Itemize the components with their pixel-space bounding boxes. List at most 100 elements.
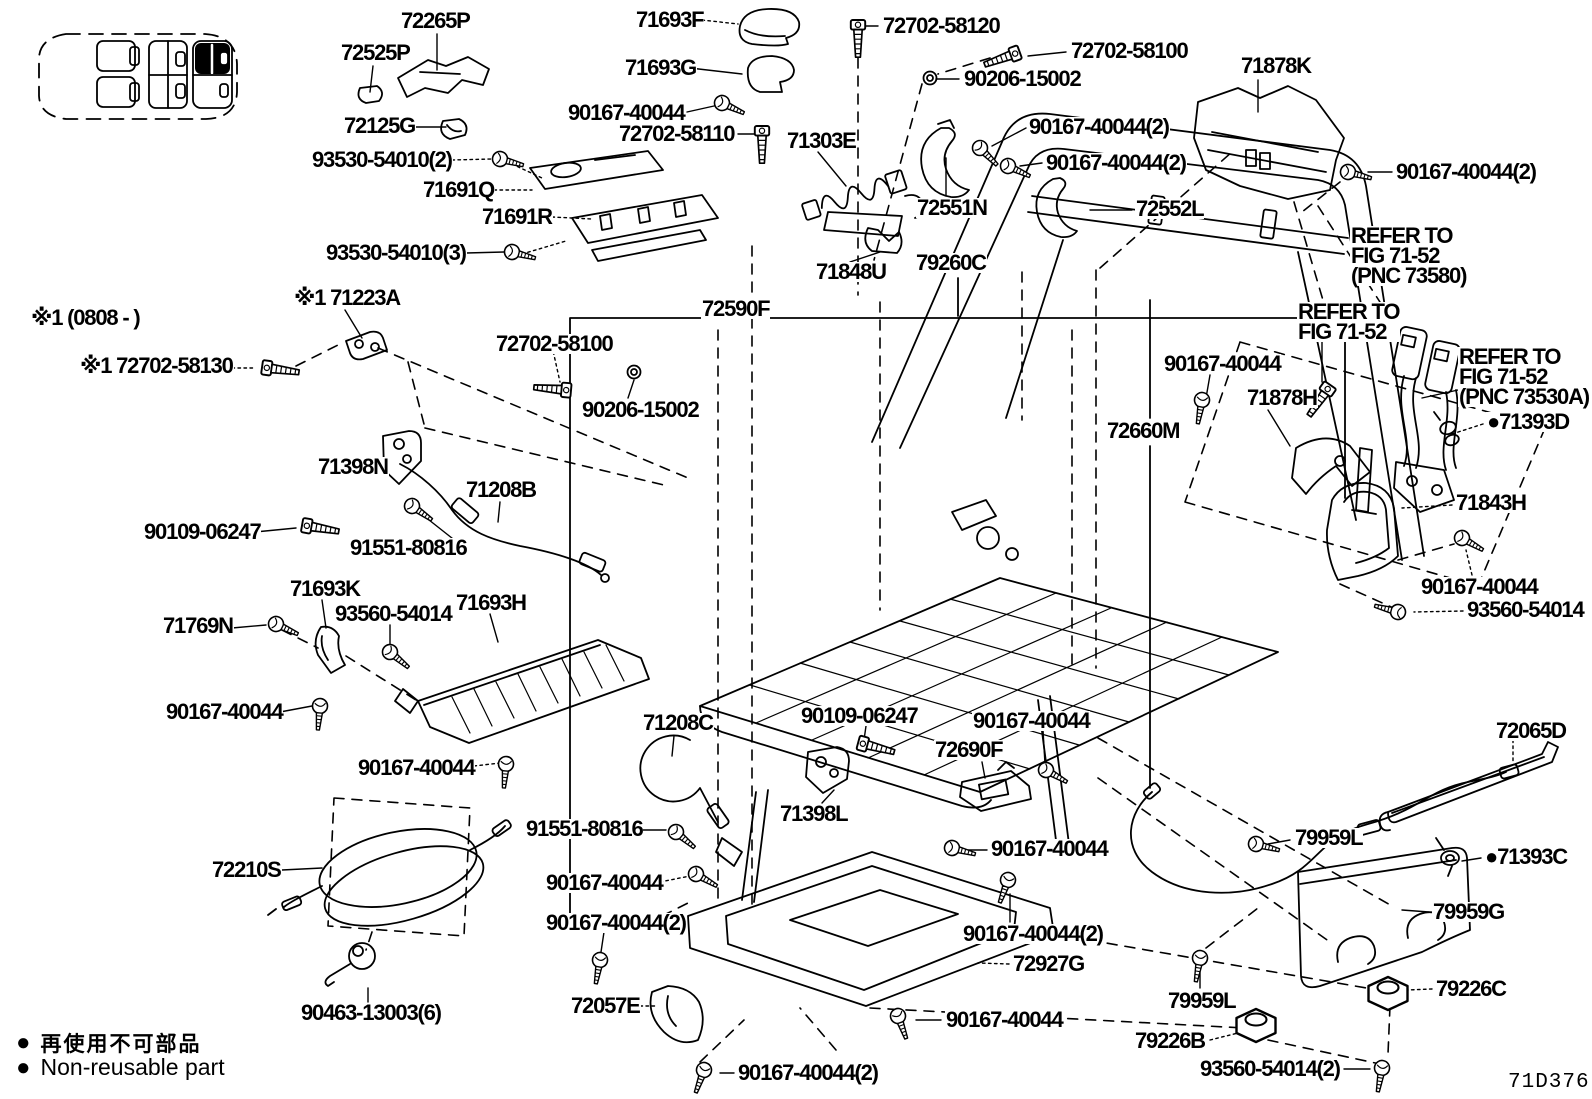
part-label: 90167-40044(2) bbox=[962, 921, 1104, 946]
part-label: 90167-40044 bbox=[357, 755, 476, 780]
part-label: 90109-06247 bbox=[143, 519, 262, 544]
part-label: 72702-58100 bbox=[1070, 38, 1189, 63]
part-label: 90167-40044 bbox=[990, 836, 1109, 861]
part-71693G bbox=[746, 55, 795, 93]
part-label: 93560-54014(2) bbox=[1199, 1056, 1341, 1081]
part-label: 90167-40044 bbox=[165, 699, 284, 724]
part-label: 79959G bbox=[1432, 899, 1505, 924]
part-71878H bbox=[1291, 437, 1377, 515]
part-label: 71693G bbox=[624, 55, 697, 80]
legend-text-en: Non-reusable part bbox=[40, 1054, 225, 1080]
part-label: 71303E bbox=[786, 128, 857, 153]
part-label: 90463-13003(6) bbox=[300, 1000, 442, 1025]
part-label: 72551N bbox=[916, 195, 988, 220]
legend-text-jp: 再使用不可部品 bbox=[40, 1032, 202, 1056]
part-71398N bbox=[382, 430, 422, 485]
part-label: 90167-40044 bbox=[945, 1007, 1064, 1032]
part-72265P bbox=[397, 56, 490, 98]
part-label: 71693H bbox=[455, 590, 527, 615]
part-71693K bbox=[314, 625, 346, 674]
part-71398L bbox=[805, 746, 850, 794]
part-label: 71693K bbox=[289, 576, 361, 601]
part-71208B-cable bbox=[399, 463, 610, 583]
part-71691Q bbox=[529, 150, 664, 190]
part-90463-ring-pin bbox=[324, 942, 376, 987]
part-label: ●71393C bbox=[1484, 844, 1568, 869]
part-79959G-panel bbox=[1297, 846, 1471, 989]
part-seatbelt-buckles bbox=[1391, 326, 1461, 513]
part-label: 72702-58120 bbox=[882, 13, 1001, 38]
part-label: 90167-40044 bbox=[972, 708, 1091, 733]
part-label: 91551-80816 bbox=[525, 816, 644, 841]
part-label: 72057E bbox=[570, 993, 641, 1018]
part-label: ●71393D bbox=[1486, 409, 1570, 434]
part-label: ※1 (0808 - ) bbox=[30, 305, 141, 330]
part-71393C-clip bbox=[1435, 837, 1460, 877]
part-label: 93530-54010(2) bbox=[311, 147, 453, 172]
part-label: 71769N bbox=[162, 613, 234, 638]
part-72551N bbox=[920, 119, 970, 199]
part-label: 90206-15002 bbox=[581, 397, 700, 422]
part-label: 72265P bbox=[400, 8, 471, 33]
part-label: ※1 71223A bbox=[293, 285, 401, 310]
part-label: 72552L bbox=[1135, 196, 1205, 221]
part-71693F bbox=[738, 8, 801, 47]
part-label: 90167-40044 bbox=[1163, 351, 1282, 376]
part-label: ※1 72702-58130 bbox=[79, 353, 234, 378]
part-label: 71691Q bbox=[422, 177, 495, 202]
part-71208C-cable bbox=[639, 734, 743, 867]
part-label: 72125G bbox=[343, 113, 416, 138]
legend-row-jp: ● 再使用不可部品 bbox=[16, 1028, 225, 1056]
part-label: 90167-40044(2) bbox=[545, 910, 687, 935]
part-label: 79226B bbox=[1134, 1028, 1206, 1053]
part-label: 90167-40044(2) bbox=[1045, 150, 1187, 175]
part-label: 72590F bbox=[701, 296, 771, 321]
part-label: 71208C bbox=[642, 710, 714, 735]
part-label: 79260C bbox=[915, 250, 987, 275]
vehicle-inset-icon bbox=[38, 33, 238, 120]
part-label: 72927G bbox=[1012, 951, 1085, 976]
part-label: 72210S bbox=[211, 857, 282, 882]
part-label: 72702-58100 bbox=[495, 331, 614, 356]
part-label: 71878K bbox=[1240, 53, 1312, 78]
part-label: 71878H bbox=[1246, 385, 1318, 410]
part-label: 93530-54010(3) bbox=[325, 240, 467, 265]
part-71693H bbox=[394, 639, 650, 744]
part-label: 71848U bbox=[815, 259, 887, 284]
part-72690F bbox=[959, 761, 1032, 812]
diagram-code: 71D376 bbox=[1508, 1071, 1590, 1094]
part-72065D-strip bbox=[1378, 741, 1559, 832]
part-label: 90167-40044(2) bbox=[1028, 114, 1170, 139]
part-label: 71398L bbox=[779, 801, 849, 826]
part-label: 93560-54014 bbox=[334, 601, 453, 626]
part-label: 71398N bbox=[317, 454, 389, 479]
part-72057E bbox=[649, 985, 704, 1044]
part-label: 90206-15002 bbox=[963, 66, 1082, 91]
part-label: 72690F bbox=[934, 737, 1004, 762]
non-reusable-bullet-icon: ● bbox=[16, 1028, 31, 1056]
part-label: 93560-54014 bbox=[1466, 597, 1585, 622]
part-label: 91551-80816 bbox=[349, 535, 468, 560]
part-72210S-cable bbox=[267, 819, 512, 927]
part-label: 72660M bbox=[1106, 418, 1181, 443]
part-71691R bbox=[571, 194, 719, 262]
part-72552L bbox=[1035, 177, 1078, 239]
part-label: 90167-40044(2) bbox=[737, 1060, 879, 1085]
part-label: 71693F bbox=[635, 7, 705, 32]
legend: ● 再使用不可部品 ● Non-reusable part bbox=[16, 1030, 225, 1080]
part-label: 90109-06247 bbox=[800, 703, 919, 728]
part-label: 90167-40044 bbox=[545, 870, 664, 895]
part-72125G bbox=[440, 118, 468, 140]
part-label: 72525P bbox=[340, 40, 411, 65]
part-label: 90167-40044(2) bbox=[1395, 159, 1537, 184]
part-label: 90167-40044 bbox=[1420, 574, 1539, 599]
part-label: 71843H bbox=[1455, 490, 1527, 515]
part-71223A bbox=[345, 330, 388, 361]
non-reusable-bullet-icon: ● bbox=[16, 1053, 31, 1081]
part-label: 79959L bbox=[1167, 988, 1237, 1013]
nut-icons bbox=[626, 70, 1409, 1044]
part-label: 90167-40044 bbox=[567, 100, 686, 125]
part-label: 79226C bbox=[1435, 976, 1507, 1001]
